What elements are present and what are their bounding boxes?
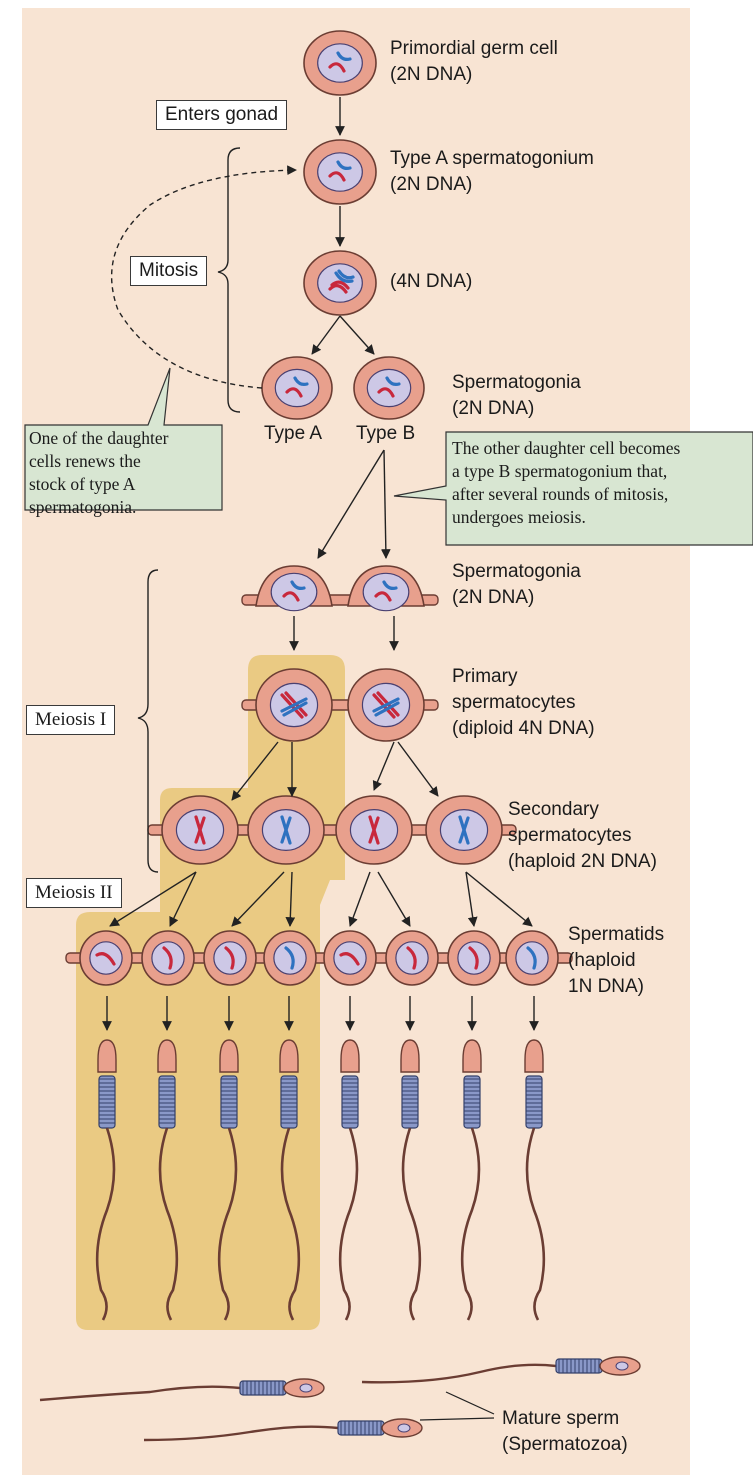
4n-label: (4N DNA) (390, 271, 473, 292)
mature-sperm (361, 1356, 641, 1384)
sperm-cell (217, 1039, 239, 1321)
arrow (372, 741, 395, 791)
secondary-spermatocytes (147, 795, 517, 865)
mature-sperm (143, 1418, 423, 1442)
arrow (231, 741, 279, 801)
arrow (317, 449, 385, 559)
renewal-loop-arrow (111, 165, 297, 389)
meiosis-i-box: Meiosis I (26, 705, 116, 735)
sperm-cell (338, 1039, 360, 1321)
spermatogonia-label-2: Spermatogonia(2N DNA) (452, 561, 581, 608)
mature-sperm-label: Mature sperm(Spermatozoa) (502, 1408, 628, 1455)
arrow (339, 315, 375, 355)
arrow (465, 871, 478, 927)
primary-spermatocytes (241, 668, 439, 742)
arrow (348, 871, 371, 927)
mitosis-brace (217, 147, 241, 413)
spermatogonia-pair (241, 565, 439, 612)
callout-right (393, 431, 753, 546)
sperm-cell (524, 1039, 546, 1321)
primordial-germ-cell (303, 30, 377, 96)
type-b-label: Type B (356, 423, 416, 444)
mitosis-box: Mitosis (130, 256, 208, 286)
type-a-daughter-cell (261, 356, 333, 420)
meiosis-ii-box: Meiosis II (26, 878, 122, 908)
arrow (109, 871, 197, 927)
dividing-spermatogonium (303, 250, 377, 316)
arrow (285, 871, 296, 927)
arrow (311, 315, 341, 355)
type-a-label: Type A (264, 423, 323, 444)
arrow (465, 871, 533, 927)
sperm-cell (400, 1039, 422, 1321)
arrow (380, 449, 391, 559)
arrow (377, 871, 411, 927)
sperm-cell (157, 1039, 179, 1321)
spermatogonia-label-1: Spermatogonia(2N DNA) (452, 372, 581, 419)
typeA-label: Type A spermatogonium(2N DNA) (390, 148, 594, 195)
pgc-label: Primordial germ cell(2N DNA) (390, 38, 558, 85)
arrow (231, 871, 285, 927)
callout-left (24, 367, 223, 511)
callout-right-text: The other daughter cell becomes a type B… (452, 438, 681, 527)
enters-gonad-box: Enters gonad (156, 100, 288, 130)
type-b-daughter-cell (353, 356, 425, 420)
arrow (397, 741, 439, 797)
arrow (169, 871, 197, 927)
mature-sperm (39, 1378, 325, 1402)
sperm-cell (95, 1039, 117, 1321)
meiosis-brace (137, 569, 159, 873)
type-a-spermatogonium (303, 139, 377, 205)
spermatids (65, 930, 573, 986)
mature-sperm-pointer (419, 1391, 495, 1421)
sperm-cell (460, 1039, 482, 1321)
sperm-cell (279, 1039, 301, 1321)
callout-left-text: One of the daughter cells renews the sto… (29, 428, 169, 517)
